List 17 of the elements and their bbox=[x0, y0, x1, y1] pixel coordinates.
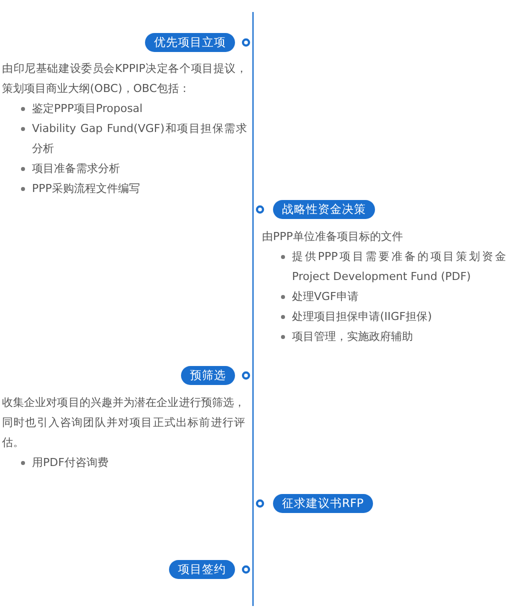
description-text: 由印尼基础建设委员会KPPIP决定各个项目提议，策划项目商业大纲(OBC)，OBC包括： bbox=[2, 61, 247, 97]
step-pill: 预筛选 bbox=[181, 366, 235, 385]
bullet-item: 处理VGF申请 bbox=[280, 287, 506, 307]
bullet-item: 处理项目担保申请(IIGF担保) bbox=[280, 307, 506, 327]
bullet-item: 用PDF付咨询费 bbox=[20, 453, 245, 473]
bullet-item: 项目管理，实施政府辅助 bbox=[280, 327, 506, 347]
step-pill: 项目签约 bbox=[169, 560, 235, 579]
bullet-item: 提供PPP项目需要准备的项目策划资金 Project Development Fund (PDF) bbox=[280, 247, 506, 287]
description-text: 收集企业对项目的兴趣并为潜在企业进行预筛选，同时也引入咨询团队并对项目正式出标前进行评估。 bbox=[2, 395, 245, 451]
step-pill: 战略性资金决策 bbox=[273, 200, 375, 219]
description-text: 由PPP单位准备项目标的文件 bbox=[262, 229, 404, 245]
bullet-item: PPP采购流程文件编写 bbox=[20, 179, 247, 199]
bullet-item: Viability Gap Fund(VGF)和项目担保需求分析 bbox=[20, 119, 247, 159]
step-pill: 征求建议书RFP bbox=[273, 494, 373, 513]
bullet-item: 项目准备需求分析 bbox=[20, 159, 247, 179]
step-pill: 优先项目立项 bbox=[145, 33, 235, 52]
bullet-item: 鉴定PPP项目Proposal bbox=[20, 99, 247, 119]
